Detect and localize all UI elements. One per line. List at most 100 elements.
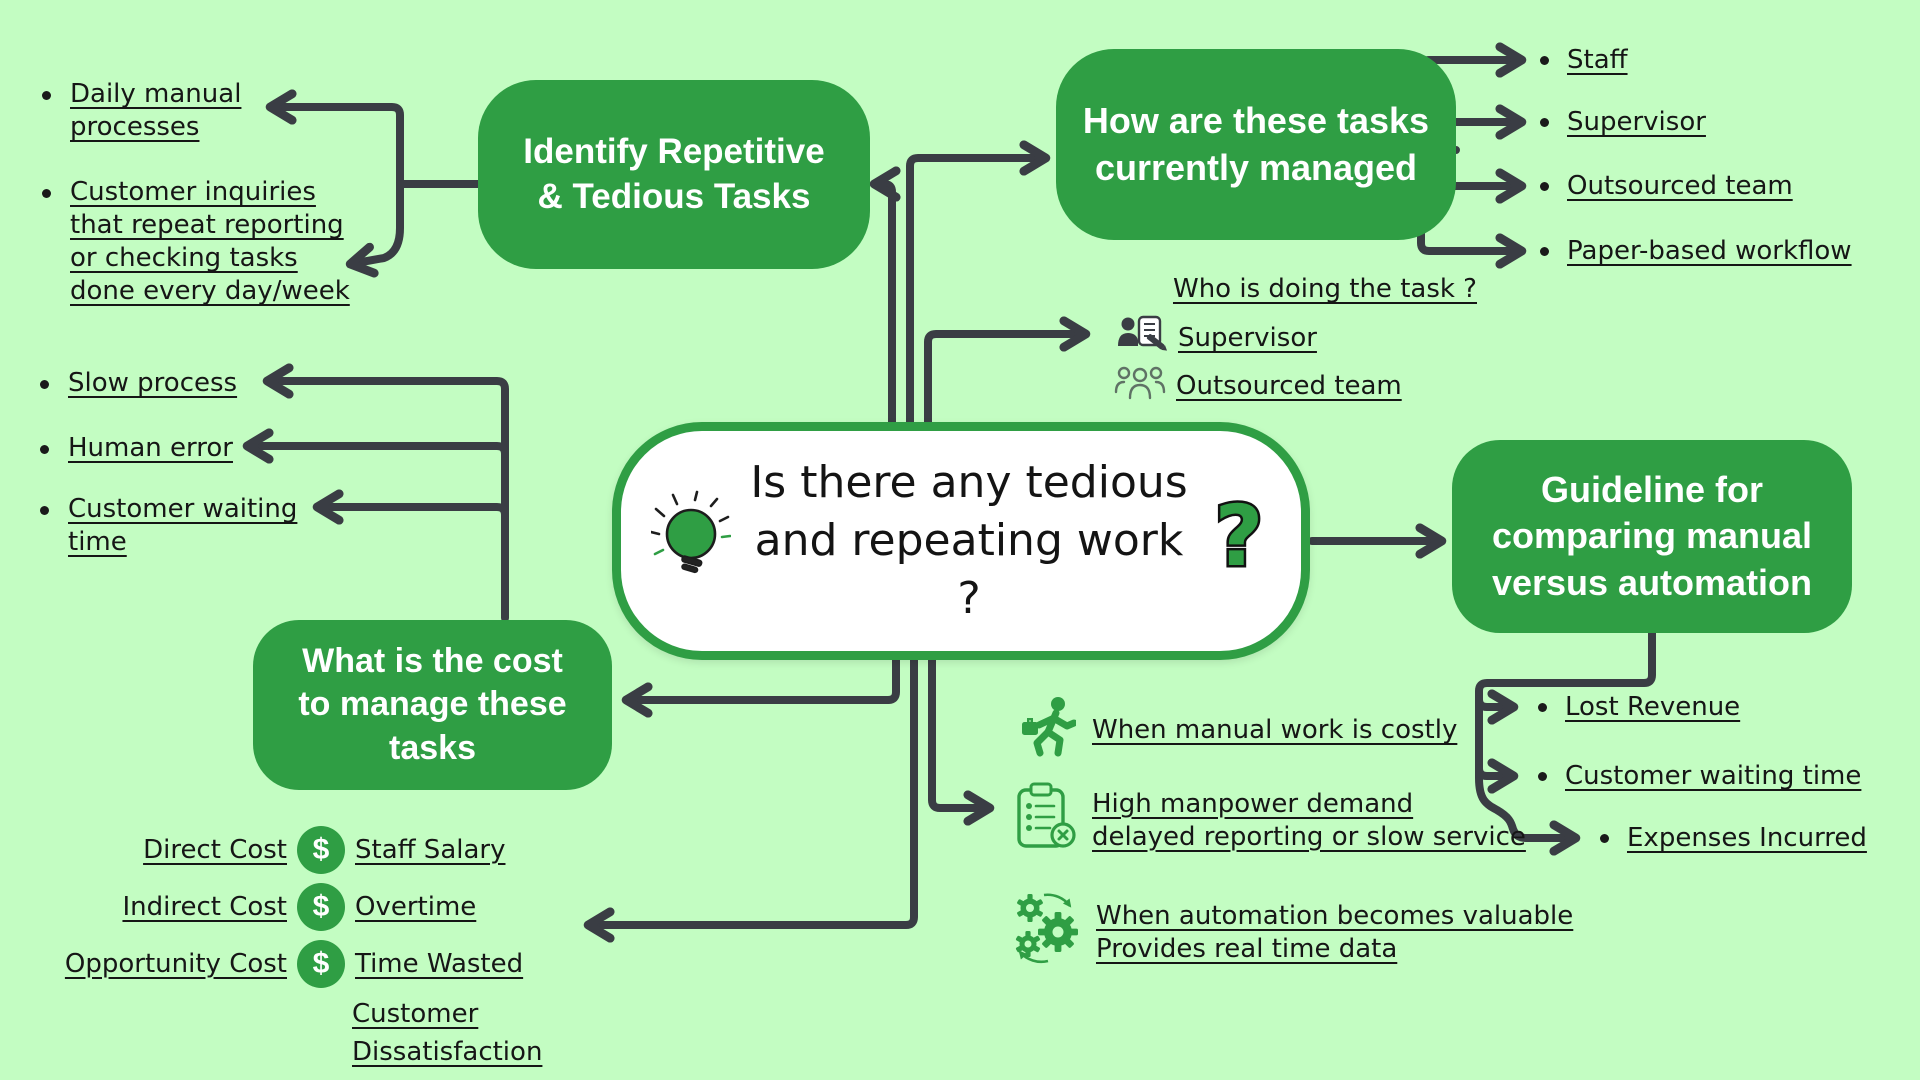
dollar-icon: $	[297, 825, 345, 874]
managed-item-supervisor: Supervisor	[1540, 107, 1706, 137]
cost-effect-error-label: Human error	[68, 433, 233, 463]
who-item-supervisor-label: Supervisor	[1178, 323, 1317, 353]
connector-guideline-expenses	[1475, 629, 1656, 856]
connector-identify-item2	[345, 180, 404, 278]
cost-effect-waiting: Customer waiting time	[40, 493, 297, 559]
cost-row-indirect: Indirect Cost $ Overtime	[55, 878, 523, 935]
identify-item-inquiries-line3: or checking tasks	[70, 243, 298, 273]
guideline-item-expenses-label: Expenses Incurred	[1627, 823, 1867, 853]
identify-item-inquiries-line1: Customer inquiries	[70, 177, 316, 207]
cost-row-indirect-value: Overtime	[355, 891, 477, 922]
cost-title-line2: to manage these	[298, 685, 567, 724]
bullet-dot	[1540, 55, 1549, 65]
cost-effect-waiting-line1: Customer waiting	[68, 494, 298, 524]
guideline-item-waiting: Customer waiting time	[1538, 761, 1861, 791]
cost-effect-slow-label: Slow process	[68, 368, 238, 398]
cost-row-opportunity-label: Opportunity Cost	[64, 948, 287, 979]
cost-title-line1: What is the cost	[302, 641, 563, 680]
cost-row-direct-value: Staff Salary	[355, 834, 506, 865]
managed-item-paper-label: Paper-based workflow	[1567, 236, 1852, 266]
managed-title-line1: How are these tasks	[1082, 100, 1430, 142]
identify-item-inquiries-line4: done every day/week	[70, 276, 350, 306]
guideline-item-waiting-label: Customer waiting time	[1565, 761, 1862, 791]
when-item-automation: When automation becomes valuable Provide…	[1014, 892, 1573, 973]
cost-extra-dissatisfaction: Customer Dissatisfaction	[352, 995, 542, 1071]
who-item-outsourced: Outsourced team	[1114, 362, 1402, 411]
center-node-line2: and repeating work ?	[754, 514, 1184, 625]
guideline-item-lostrevenue: Lost Revenue	[1538, 692, 1740, 722]
when-item-costly: When manual work is costly	[1022, 695, 1457, 766]
connector-managed-paper	[1417, 144, 1527, 269]
svg-text:?: ?	[1215, 489, 1264, 585]
supervisor-icon	[1118, 314, 1168, 363]
bullet-dot	[1600, 833, 1609, 843]
managed-item-staff-label: Staff	[1567, 45, 1628, 75]
cost-effect-error: Human error	[40, 432, 233, 465]
managed-item-staff: Staff	[1540, 45, 1628, 75]
guideline-title-line2: comparing manual	[1491, 515, 1813, 557]
when-item-manpower-line1: High manpower demand	[1092, 788, 1414, 819]
connector-center-identify	[869, 166, 901, 428]
when-item-manpower-line2: delayed reporting or slow service	[1092, 821, 1526, 852]
bullet-dot	[40, 506, 49, 515]
guideline-title-line1: Guideline for	[1540, 469, 1763, 511]
cost-row-opportunity: Opportunity Cost $ Time Wasted	[55, 935, 523, 992]
bullet-dot	[40, 445, 49, 454]
bullet-dot	[40, 380, 49, 389]
cost-box: What is the cost to manage these tasks	[253, 620, 612, 790]
connector-center-costs	[583, 656, 918, 943]
identify-item-daily-line1: Daily manual	[70, 79, 242, 109]
who-item-supervisor: Supervisor	[1118, 314, 1317, 363]
guideline-item-lostrevenue-label: Lost Revenue	[1565, 692, 1741, 722]
managed-item-supervisor-label: Supervisor	[1567, 107, 1706, 137]
who-item-outsourced-label: Outsourced team	[1176, 371, 1402, 401]
center-node-title: Is there any tedious and repeating work …	[741, 454, 1197, 628]
question-mark-icon: ?	[1207, 485, 1271, 593]
connector-cost-waiting	[312, 489, 509, 525]
guideline-title-line3: versus automation	[1491, 561, 1813, 603]
managed-title-line2: currently managed	[1094, 146, 1418, 188]
cost-row-direct: Direct Cost $ Staff Salary	[55, 821, 523, 878]
identify-item-inquiries-line2: that repeat reporting	[70, 210, 344, 240]
guideline-item-expenses: Expenses Incurred	[1600, 823, 1867, 853]
automation-gears-icon	[1014, 892, 1080, 973]
managed-item-paper: Paper-based workflow	[1540, 236, 1852, 266]
team-icon	[1114, 362, 1166, 411]
clipboard-error-icon	[1016, 782, 1076, 859]
connector-center-supervisor	[924, 316, 1091, 428]
bullet-dot	[1538, 702, 1547, 712]
connector-guideline-lostrevenue	[1475, 689, 1519, 725]
cost-row-opportunity-value: Time Wasted	[355, 948, 524, 979]
bullet-dot	[1538, 771, 1547, 781]
connector-center-managed	[906, 140, 1051, 428]
bullet-dot	[1540, 181, 1549, 191]
cost-row-direct-label: Direct Cost	[143, 834, 287, 865]
when-item-automation-line2: Provides real time data	[1096, 933, 1398, 964]
connector-center-costbox	[621, 656, 900, 718]
guideline-box: Guideline for comparing manual versus au…	[1452, 440, 1852, 633]
center-node-line1: Is there any tedious	[750, 456, 1188, 508]
identify-tasks-title-line2: & Tedious Tasks	[537, 176, 811, 216]
cost-title-line3: tasks	[389, 728, 476, 767]
bullet-dot	[42, 189, 51, 198]
identify-item-inquiries: Customer inquiries that repeat reporting…	[42, 176, 350, 308]
connector-cost-error	[242, 428, 509, 464]
dollar-icon: $	[297, 939, 345, 988]
center-node: Is there any tedious and repeating work …	[612, 422, 1310, 660]
identify-tasks-box: Identify Repetitive & Tedious Tasks	[478, 80, 870, 269]
bullet-dot	[1540, 246, 1549, 256]
cost-effect-slow: Slow process	[40, 367, 237, 400]
cost-row-indirect-label: Indirect Cost	[122, 891, 287, 922]
dollar-icon: $	[297, 882, 345, 931]
when-item-costly-label: When manual work is costly	[1092, 715, 1458, 745]
managed-item-outsourced: Outsourced team	[1540, 171, 1793, 201]
managed-box: How are these tasks currently managed	[1056, 49, 1456, 240]
bullet-dot	[1540, 117, 1549, 127]
connector-guideline-waiting	[1475, 758, 1519, 794]
cost-rows: Direct Cost $ Staff Salary Indirect Cost…	[55, 821, 523, 992]
connector-identify-item1	[265, 89, 404, 188]
identify-tasks-title-line1: Identify Repetitive	[523, 131, 825, 171]
cost-extra-line1: Customer	[352, 999, 479, 1029]
identify-item-daily: Daily manual processes	[42, 78, 241, 144]
